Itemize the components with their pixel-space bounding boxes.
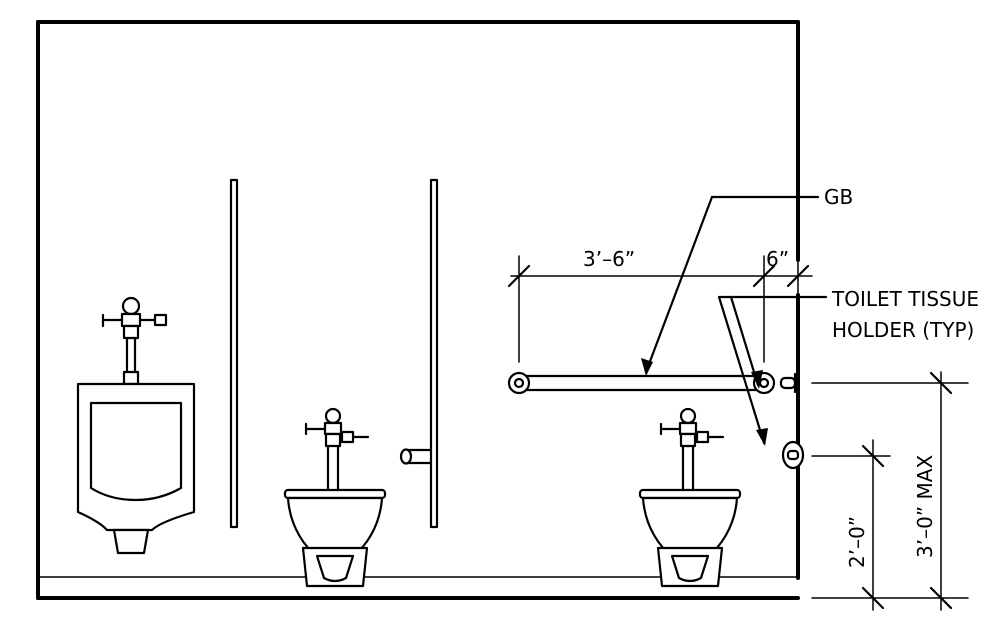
urinal xyxy=(76,296,196,555)
water-closet-left xyxy=(283,407,387,588)
partition-left xyxy=(229,178,239,529)
height-dimensions xyxy=(811,371,969,611)
gb-label: GB xyxy=(824,185,853,209)
grab-bar xyxy=(507,371,776,395)
tissue-holder-leaders xyxy=(717,295,828,446)
grab-bar-height-label: 3’–0” MAX xyxy=(913,455,937,558)
tissue-holder-label-line2: HOLDER (TYP) xyxy=(832,318,974,342)
grab-bar-dimension xyxy=(507,255,813,363)
tissue-holder-upper xyxy=(779,372,797,394)
gb-leader xyxy=(641,195,820,376)
tissue-holder-label-line1: TOILET TISSUE xyxy=(831,287,979,311)
room-walls xyxy=(36,20,800,600)
partition-right xyxy=(429,178,439,529)
partition-tissue-holder xyxy=(399,448,433,465)
grab-bar-offset-label: 6” xyxy=(766,247,789,271)
grab-bar-length-label: 3’–6” xyxy=(583,247,635,271)
tissue-height-label: 2’–0” xyxy=(845,516,869,568)
tissue-holder-lower xyxy=(781,440,805,470)
water-closet-right xyxy=(638,407,742,588)
